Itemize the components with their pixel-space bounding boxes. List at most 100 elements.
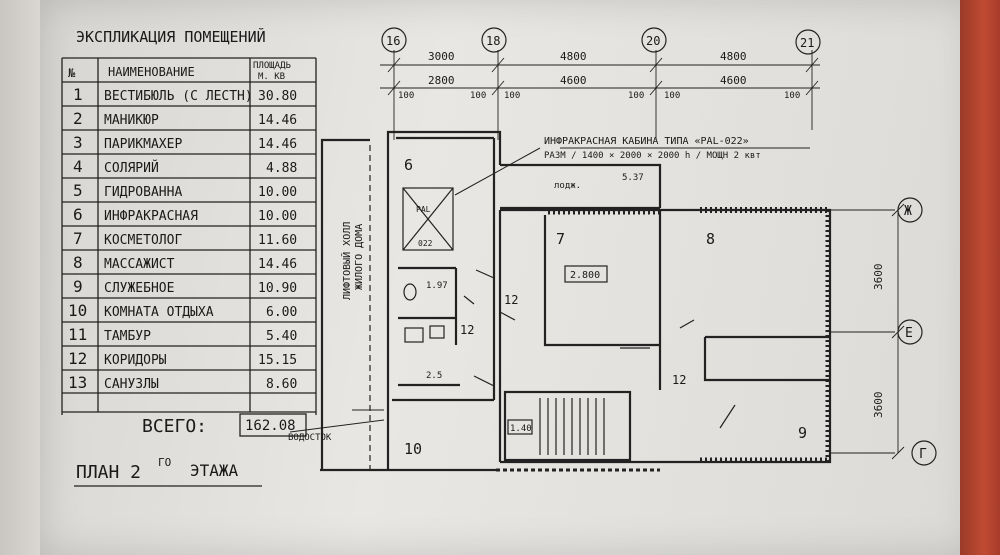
room-label: 8 [706, 230, 715, 248]
axis-label: 18 [486, 34, 500, 48]
loggia-label: лодж. [554, 181, 581, 191]
legend-row-num: 7 [73, 229, 83, 248]
legend-row-area: 8.60 [266, 377, 297, 392]
legend-row-area: 5.40 [266, 329, 297, 344]
plan-title-main: ПЛАН 2 [76, 462, 141, 483]
dim-right: 3600 [872, 392, 885, 419]
dim-inner: 4600 [720, 74, 747, 87]
legend-row-num: 1 [73, 85, 83, 104]
axis-bubbles [381, 27, 937, 466]
legend-row-name: ТАМБУР [104, 329, 151, 344]
legend-col-num: № [68, 66, 76, 80]
dim-inner: 2800 [428, 74, 455, 87]
legend-col-area-2: М. КВ [258, 72, 285, 82]
legend-row-name: КОМНАТА ОТДЫХА [104, 305, 214, 320]
legend-row-name: МАССАЖИСТ [104, 257, 175, 272]
legend-row-num: 3 [73, 133, 83, 152]
axis-labels: 16 18 20 21 Ж Е Г [386, 34, 927, 462]
legend-row-name: ВЕСТИБЮЛЬ (С ЛЕСТН) [104, 89, 253, 104]
fixtures [369, 145, 736, 470]
axis-label: Г [919, 447, 927, 462]
legend-row-area: 4.88 [266, 161, 297, 176]
cabin-note-line1: ИНФРАКРАСНАЯ КАБИНА ТИПА «PAL-022» [544, 136, 749, 147]
dim-outer: 4800 [560, 50, 587, 63]
paper-left-fold [0, 0, 45, 555]
legend-row-name: ГИДРОВАННА [104, 185, 182, 200]
legend-row-name: МАНИКЮР [104, 113, 159, 128]
legend-row-num: 8 [73, 253, 83, 272]
legend-col-area-1: ПЛОЩАДЬ [253, 61, 292, 71]
legend-row-name: ИНФРАКРАСНАЯ [104, 209, 198, 224]
background-surface [960, 0, 1000, 555]
area-mark: 2.5 [426, 371, 442, 381]
legend-row-area: 10.00 [258, 209, 297, 224]
axis-label: Ж [904, 204, 912, 219]
lift-hall-label-1: ЛИФТОВЫЙ ХОЛЛ [340, 222, 353, 300]
axis-label: Е [905, 326, 913, 341]
axis-bubble-g [911, 440, 937, 466]
axis-lines [380, 50, 905, 460]
pal-number: 022 [418, 239, 433, 248]
plan-annotations: ИНФРАКРАСНАЯ КАБИНА ТИПА «PAL-022» РАЗМ … [288, 136, 761, 443]
legend-row-num: 4 [73, 157, 83, 176]
loggia-area: 5.37 [622, 173, 644, 183]
axis-bubble-16 [381, 27, 407, 53]
legend-row-area: 14.46 [258, 257, 297, 272]
room-label: 10 [404, 440, 422, 458]
legend-row-num: 2 [73, 109, 83, 128]
legend-row-area: 15.15 [258, 353, 297, 368]
axis-label: 16 [386, 34, 400, 48]
legend-row-area: 14.46 [258, 113, 297, 128]
dim-inner: 4600 [560, 74, 587, 87]
stair-mark-box [507, 419, 533, 435]
leader-lines [289, 147, 810, 433]
legend-row-num: 6 [73, 205, 83, 224]
legend-table [61, 57, 317, 437]
downpipe-label: ВОДОСТОК [288, 433, 332, 443]
lift-hall-label-2: ЖИЛОГО ДОМА [354, 224, 365, 290]
room-label: 12 [460, 323, 474, 337]
dimension-labels: 3000 4800 4800 2800 4600 4600 100 100 10… [398, 50, 885, 418]
room-label: 7 [556, 230, 565, 248]
axis-label: 20 [646, 34, 660, 48]
legend-row-area: 14.46 [258, 137, 297, 152]
legend-row-num: 10 [68, 301, 87, 320]
legend-row-name: СОЛЯРИЙ [104, 160, 159, 176]
legend-total-label: ВСЕГО: [142, 416, 207, 437]
dim-outer: 3000 [428, 50, 455, 63]
legend-row-name: КОРИДОРЫ [104, 353, 167, 368]
legend-row-area: 30.80 [258, 89, 297, 104]
legend-row-num: 11 [68, 325, 87, 344]
room-numbers: 6 7 8 9 10 12 12 12 [404, 156, 807, 458]
legend-row-num: 5 [73, 181, 83, 200]
dim-offset: 100 [784, 91, 800, 101]
axis-bubble-20 [641, 27, 667, 53]
legend-row-num: 13 [68, 373, 87, 392]
axis-label: 21 [800, 36, 814, 50]
room-label: 12 [504, 293, 518, 307]
legend-col-name: НАИМЕНОВАНИЕ [108, 65, 195, 79]
height-box [564, 265, 608, 283]
axis-bubble-e [897, 319, 923, 345]
legend-row-name: КОСМЕТОЛОГ [104, 233, 182, 248]
legend-row-name: ПАРИКМАХЕР [104, 137, 182, 152]
dim-offset: 100 [398, 91, 414, 101]
plan-title-group: ПЛАН 2 ГО ЭТАЖА [74, 456, 262, 487]
dim-offset: 100 [504, 91, 520, 101]
plan-title-end: ЭТАЖА [190, 461, 239, 480]
legend-row-name: СЛУЖЕБНОЕ [104, 281, 174, 296]
dim-right: 3600 [872, 264, 885, 291]
room-label: 12 [672, 373, 686, 387]
area-mark: 1.97 [426, 281, 448, 291]
legend-row-area: 10.90 [258, 281, 297, 296]
legend-row-name: САНУЗЛЫ [104, 377, 159, 392]
legend-total-value: 162.08 [245, 418, 296, 434]
legend-row-area: 6.00 [266, 305, 297, 320]
dim-offset: 100 [628, 91, 644, 101]
legend-row-area: 11.60 [258, 233, 297, 248]
plan-title-sup: ГО [158, 456, 171, 469]
dim-offset: 100 [470, 91, 486, 101]
dim-outer: 4800 [720, 50, 747, 63]
